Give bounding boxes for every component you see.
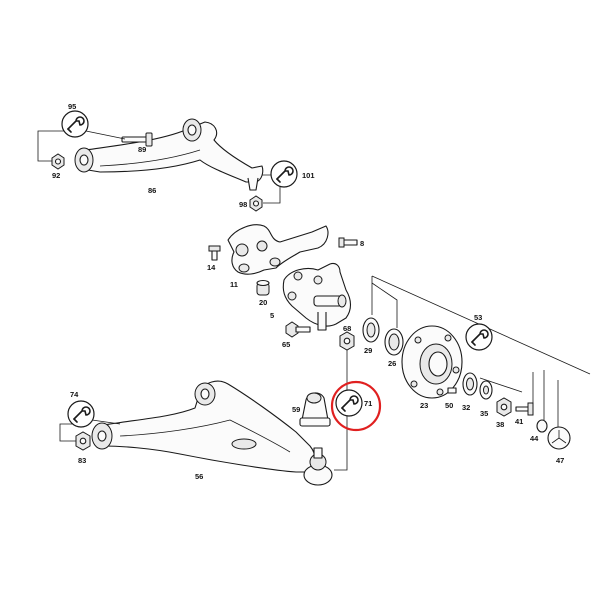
steering-knuckle bbox=[282, 262, 352, 331]
label-38: 38 bbox=[496, 420, 504, 429]
label-20: 20 bbox=[259, 298, 267, 307]
label-41: 41 bbox=[515, 417, 523, 426]
nut-83 bbox=[75, 431, 91, 451]
label-32: 32 bbox=[462, 403, 470, 412]
bolt-65 bbox=[285, 321, 311, 338]
label-44: 44 bbox=[530, 434, 539, 443]
torque-wrench-icon bbox=[270, 160, 298, 188]
label-29: 29 bbox=[364, 346, 372, 355]
label-101: 101 bbox=[302, 171, 315, 180]
torque-wrench-icon bbox=[335, 389, 363, 417]
hub-23 bbox=[401, 325, 463, 399]
bolt-89 bbox=[121, 132, 153, 147]
hubcap-47 bbox=[547, 426, 571, 450]
nut-98 bbox=[249, 195, 263, 212]
label-95: 95 bbox=[68, 102, 76, 111]
label-71: 71 bbox=[364, 399, 372, 408]
label-68: 68 bbox=[343, 324, 351, 333]
label-53: 53 bbox=[474, 313, 482, 322]
cap-44 bbox=[536, 419, 548, 433]
label-50: 50 bbox=[445, 401, 453, 410]
label-86: 86 bbox=[148, 186, 156, 195]
bearing-26 bbox=[384, 328, 404, 356]
ball-joint-59 bbox=[299, 392, 331, 427]
label-5: 5 bbox=[270, 311, 274, 320]
bolt-14 bbox=[208, 245, 221, 261]
label-92: 92 bbox=[52, 171, 60, 180]
lower-control-arm bbox=[91, 380, 316, 473]
nut-38 bbox=[496, 397, 512, 417]
washer-35 bbox=[479, 380, 493, 400]
knuckle-bracket bbox=[227, 224, 329, 275]
label-59: 59 bbox=[292, 405, 300, 414]
label-65: 65 bbox=[282, 340, 290, 349]
bolt-8 bbox=[338, 237, 358, 248]
label-47: 47 bbox=[556, 456, 564, 465]
bolt-41 bbox=[515, 402, 534, 416]
label-98: 98 bbox=[239, 200, 247, 209]
label-89: 89 bbox=[138, 145, 146, 154]
label-74: 74 bbox=[70, 390, 79, 399]
label-35: 35 bbox=[480, 409, 488, 418]
torque-wrench-icon bbox=[61, 110, 89, 138]
nut-92 bbox=[51, 153, 65, 170]
nut-68 bbox=[339, 331, 355, 351]
upper-control-arm bbox=[74, 118, 264, 191]
ball-joint-lower bbox=[303, 447, 333, 486]
highlight-circle bbox=[330, 380, 382, 432]
label-83: 83 bbox=[78, 456, 86, 465]
bearing-32 bbox=[462, 372, 478, 396]
label-26: 26 bbox=[388, 359, 396, 368]
torque-wrench-icon bbox=[465, 323, 493, 351]
label-23: 23 bbox=[420, 401, 428, 410]
bushing-20 bbox=[256, 279, 270, 296]
label-56: 56 bbox=[195, 472, 203, 481]
label-8: 8 bbox=[360, 239, 364, 248]
seal-29 bbox=[362, 317, 380, 343]
label-14: 14 bbox=[207, 263, 216, 272]
label-11: 11 bbox=[230, 280, 238, 289]
bolt-50 bbox=[447, 387, 457, 394]
torque-wrench-icon bbox=[67, 400, 95, 428]
